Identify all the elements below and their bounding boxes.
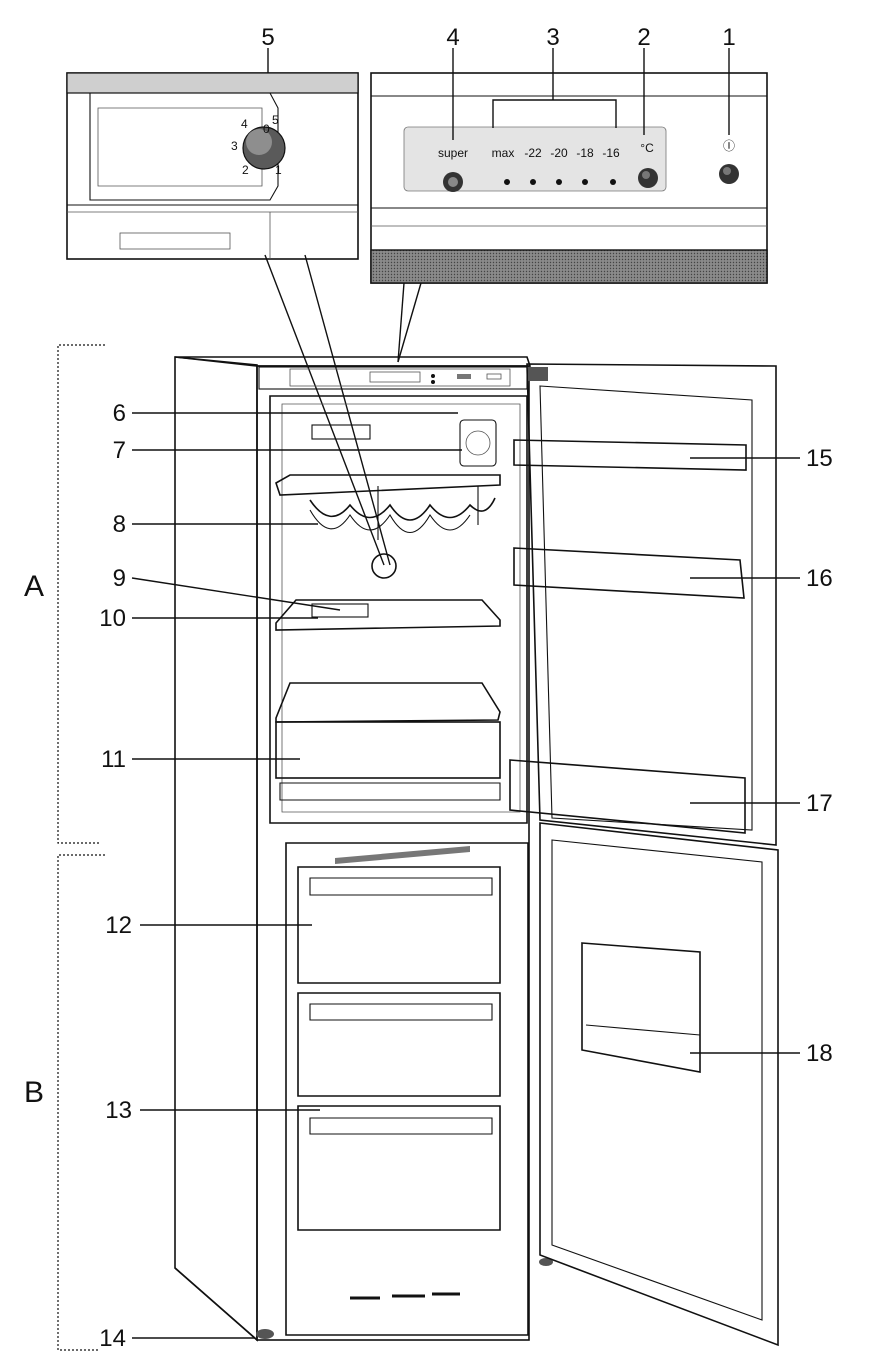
temp-label-20: -20: [550, 146, 568, 160]
led-16-icon: [610, 179, 616, 185]
dial-mark-4: 4: [241, 117, 248, 131]
callout-16: 16: [806, 565, 833, 592]
callout-18: 18: [806, 1040, 833, 1067]
temp-label-22: -22: [524, 146, 542, 160]
callout-6: 6: [113, 400, 126, 427]
led-18-icon: [582, 179, 588, 185]
unit-label: °C: [640, 141, 654, 155]
fridge-body: [174, 356, 553, 1342]
dial-mark-0: 0: [263, 122, 270, 136]
callout-14: 14: [99, 1325, 126, 1352]
dial-inset: 4 5 3 0 2 1: [66, 72, 359, 260]
leader-lines: [131, 48, 800, 1339]
callout-11: 11: [101, 746, 126, 773]
callout-17: 17: [806, 790, 833, 817]
callout-3: 3: [546, 24, 559, 51]
led-20-icon: [556, 179, 562, 185]
callout-7: 7: [113, 437, 126, 464]
callout-12: 12: [105, 912, 132, 939]
freezer-door: [539, 822, 779, 1347]
control-panel-inset: super max -22 -20 -18 -16 °C Ⓘ: [370, 72, 768, 284]
callout-10: 10: [99, 605, 126, 632]
inset-connectors: [264, 254, 422, 566]
section-label-a: A: [24, 570, 44, 603]
callout-9: 9: [113, 565, 126, 592]
callout-8: 8: [113, 511, 126, 538]
power-symbol: Ⓘ: [723, 139, 735, 153]
callout-2: 2: [637, 24, 650, 51]
led-22-icon: [530, 179, 536, 185]
led-max-icon: [504, 179, 510, 185]
section-brackets: A B: [24, 344, 105, 1351]
callout-5: 5: [261, 24, 274, 51]
dial-mark-1: 1: [275, 163, 282, 177]
callout-15: 15: [806, 445, 833, 472]
callout-numbers: 5 4 3 2 1 6 7 8 9 10 11 12 13 14 15 16 1…: [99, 24, 832, 1352]
dial-mark-3: 3: [231, 139, 238, 153]
temp-label-16: -16: [602, 146, 620, 160]
temp-label-18: -18: [576, 146, 594, 160]
fridge-door: [509, 363, 777, 846]
super-label: super: [438, 146, 468, 160]
temp-label-max: max: [492, 146, 515, 160]
callout-13: 13: [105, 1097, 132, 1124]
section-label-b: B: [24, 1076, 44, 1109]
callout-1: 1: [722, 24, 735, 51]
callout-4: 4: [446, 24, 459, 51]
dial-mark-5: 5: [272, 113, 279, 127]
dial-mark-2: 2: [242, 163, 249, 177]
